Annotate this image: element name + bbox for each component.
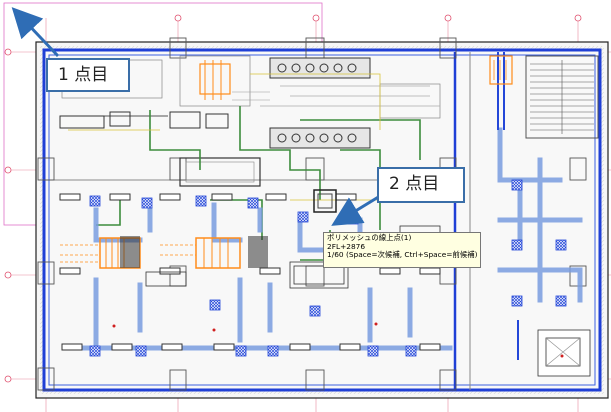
upper-equipment-area xyxy=(59,55,441,187)
snap-tooltip: ポリメッシュの線上点(1) 2FL+2876 1/60 (Space=次候補, … xyxy=(323,232,481,268)
snap-arrow-icon xyxy=(11,7,381,226)
stairwell xyxy=(525,55,599,139)
red-markers xyxy=(112,322,564,358)
tooltip-snap-mode: ポリメッシュの線上点(1) xyxy=(327,233,412,242)
tooltip-candidate-hint: 1/60 (Space=次候補, Ctrl+Space=前候補) xyxy=(327,250,478,260)
grey-equipment xyxy=(145,225,591,377)
duct-blue-riser xyxy=(497,52,519,360)
callout-point-2: 2 点目 xyxy=(377,167,465,203)
callout-point-1: 1 点目 xyxy=(46,58,130,92)
diffuser-icon xyxy=(89,179,567,357)
tooltip-elevation: 2FL+2876 xyxy=(327,241,366,251)
air-handling-units xyxy=(60,55,513,269)
grid-axis-marker-icon xyxy=(4,14,582,383)
